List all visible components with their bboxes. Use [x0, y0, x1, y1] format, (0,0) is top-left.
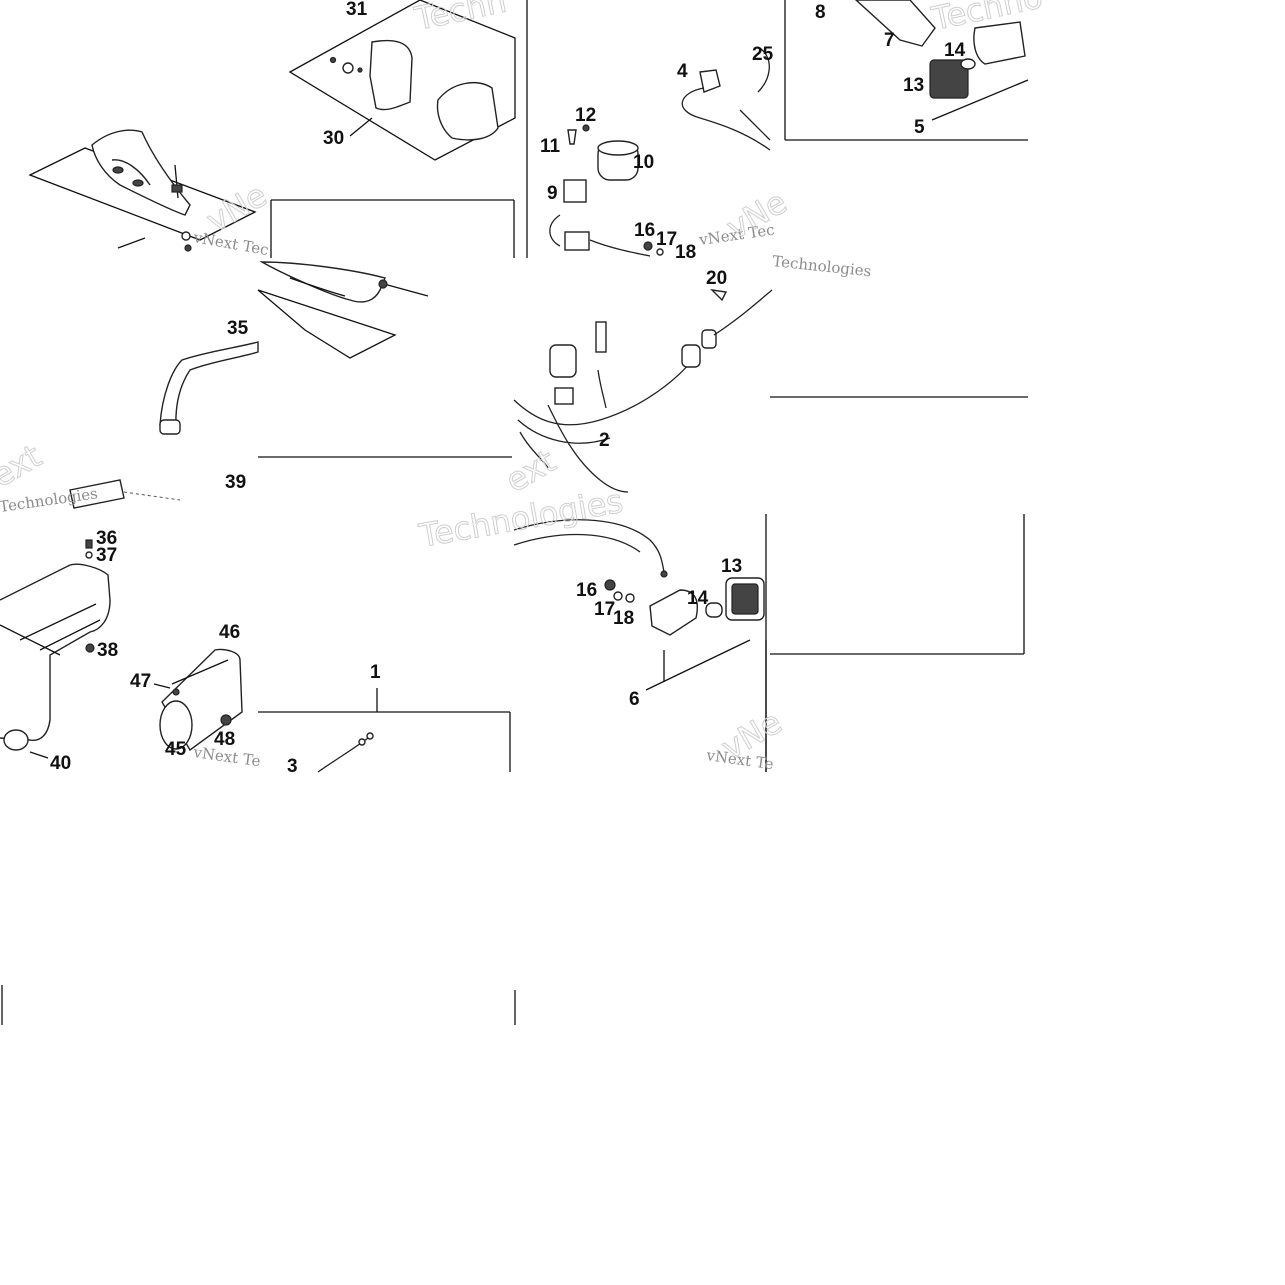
bumper-bar — [69, 341, 259, 509]
callout-16-bottom: 16 — [576, 580, 597, 601]
watermark-text: Technologies — [0, 484, 99, 516]
callout-7: 7 — [884, 30, 895, 51]
tile-frames — [258, 0, 1028, 772]
callout-9: 9 — [547, 183, 558, 204]
watermark-text: Techn — [411, 0, 510, 38]
callout-31: 31 — [346, 0, 368, 20]
callout-25: 25 — [752, 44, 774, 65]
rear-rack — [0, 539, 111, 759]
callout-16-top: 16 — [634, 220, 655, 241]
callout-40: 40 — [50, 753, 71, 774]
wire-harness — [513, 289, 773, 493]
hand-guard-right — [257, 261, 429, 359]
callout-30: 30 — [323, 128, 344, 149]
callout-35: 35 — [227, 318, 249, 339]
callout-3: 3 — [287, 756, 298, 777]
windshield-kit — [288, 0, 516, 161]
callout-17-bottom: 17 — [594, 599, 615, 620]
watermark-text: ext — [499, 442, 562, 500]
callout-39: 39 — [225, 472, 246, 493]
cable-3 — [317, 688, 378, 773]
callout-6: 6 — [629, 689, 640, 710]
callout-2: 2 — [599, 430, 610, 451]
turn-signal-rear — [854, 0, 1029, 121]
watermark-text: Technologies — [772, 252, 873, 280]
tool-box — [153, 648, 243, 752]
callout-4: 4 — [677, 61, 688, 82]
callout-13-bottom: 13 — [721, 556, 742, 577]
watermark-text: vNext Te — [191, 743, 261, 770]
callout-38: 38 — [97, 640, 118, 661]
callout-18-bottom: 18 — [613, 608, 634, 629]
horn-relay-assembly — [549, 47, 771, 257]
stray-marks — [1, 985, 516, 1025]
callout-5: 5 — [914, 117, 925, 138]
callout-47: 47 — [130, 671, 151, 692]
callout-18-top: 18 — [675, 242, 696, 263]
callout-36: 36 — [96, 528, 117, 549]
callout-14: 14 — [944, 40, 966, 61]
turn-signal-front — [513, 519, 767, 772]
callout-20: 20 — [706, 268, 727, 289]
watermark-text: ext — [0, 437, 48, 495]
watermarks: vNext Tec vNext Te vNext Tec vNext Te Te… — [0, 0, 1046, 773]
hand-guard-assembly — [28, 129, 257, 252]
callout-37: 37 — [96, 545, 117, 566]
callout-46: 46 — [219, 622, 240, 643]
callout-labels: 31 30 8 7 13 14 5 4 25 12 11 10 9 16 17 … — [50, 0, 966, 777]
callout-48: 48 — [214, 729, 235, 750]
callout-8: 8 — [815, 2, 826, 23]
callout-12: 12 — [575, 105, 596, 126]
callout-13: 13 — [903, 75, 924, 96]
callout-14-bottom: 14 — [687, 588, 709, 609]
callout-10: 10 — [633, 152, 654, 173]
callout-11: 11 — [540, 136, 561, 157]
callout-17-top: 17 — [656, 229, 677, 250]
callout-1: 1 — [370, 662, 381, 683]
callout-45: 45 — [165, 739, 187, 760]
